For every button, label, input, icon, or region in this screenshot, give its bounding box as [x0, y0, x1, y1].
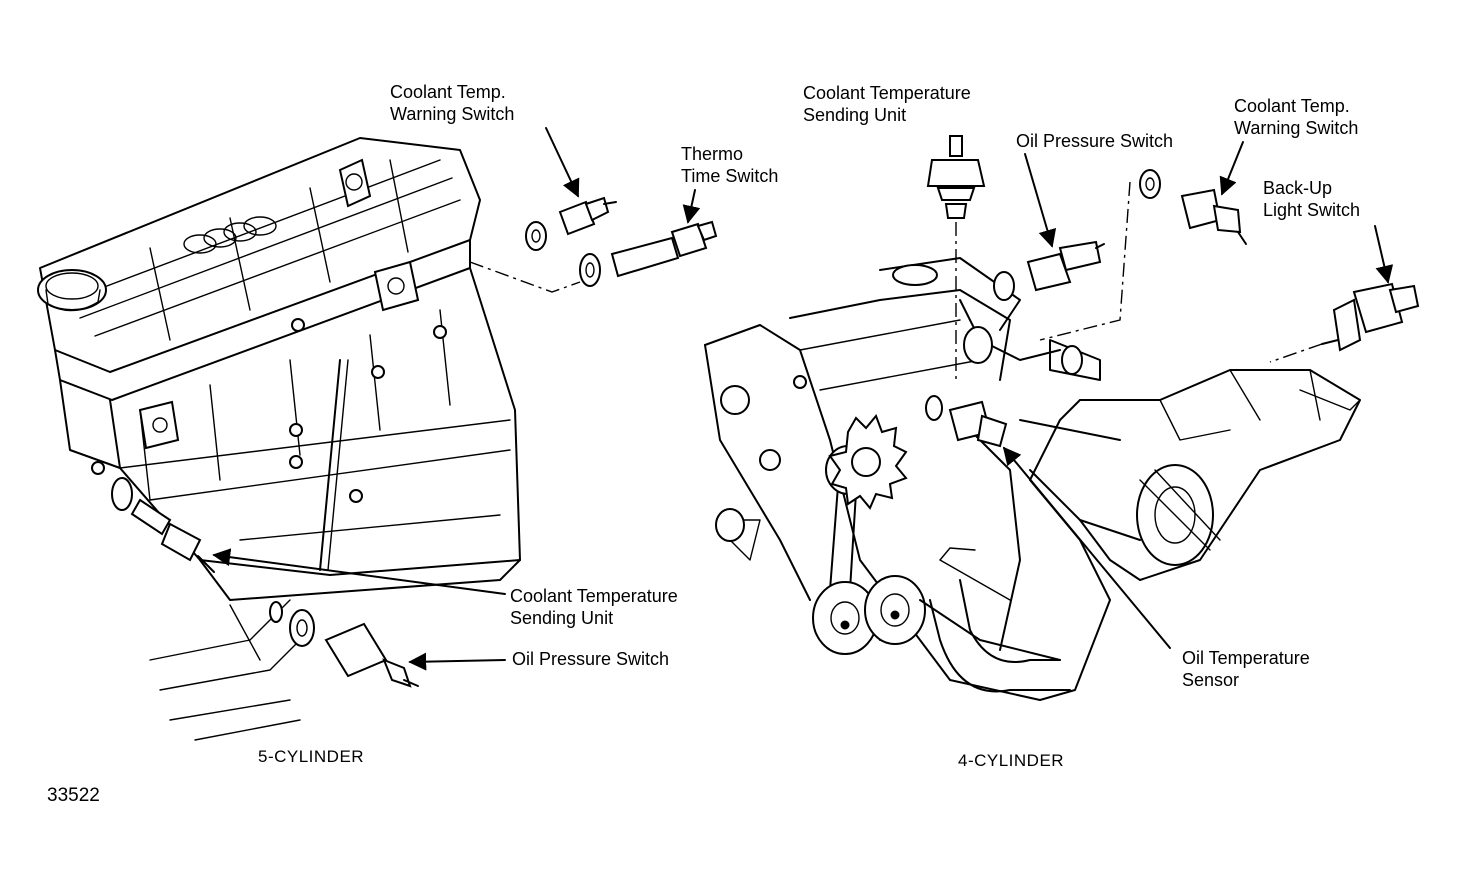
label-5cyl-oil-pressure-switch: Oil Pressure Switch: [512, 649, 670, 669]
label-5cyl-thermo-time-switch: Thermo Time Switch: [681, 144, 779, 186]
arrow-5cyl-warning-switch: [545, 127, 580, 198]
label-5cyl-coolant-temperature-sending-unit: Coolant Temperature Sending Unit: [510, 586, 678, 628]
arrow-4cyl-oil-pressure-switch: [1024, 153, 1057, 248]
label-4cyl-oil-pressure-switch: Oil Pressure Switch: [1016, 131, 1174, 151]
arrow-4cyl-back-up-light-switch: [1374, 225, 1394, 284]
label-4cyl-coolant-temperature-sending-unit: Coolant Temperature Sending Unit: [803, 83, 971, 125]
arrow-5cyl-thermo-time-switch: [682, 189, 701, 224]
five-cylinder-engine: [37, 137, 718, 741]
arrow-5cyl-oil-pressure-switch: [408, 652, 506, 671]
label-4cyl-oil-temperature-sensor: Oil Temperature Sensor: [1182, 648, 1310, 690]
caption-5-cylinder: 5-CYLINDER: [258, 747, 365, 766]
caption-4-cylinder: 4-CYLINDER: [958, 751, 1065, 770]
label-4cyl-coolant-temp-warning-switch: Coolant Temp. Warning Switch: [1234, 96, 1359, 138]
label-4cyl-back-up-light-switch: Back-Up Light Switch: [1263, 178, 1361, 220]
arrow-4cyl-oil-temperature-sensor: [1002, 446, 1171, 649]
arrow-5cyl-coolant-sending-unit: [212, 548, 506, 595]
label-5cyl-coolant-temp-warning-switch: Coolant Temp. Warning Switch: [390, 82, 515, 124]
figure-number: 33522: [47, 785, 100, 806]
arrow-4cyl-warning-switch: [1219, 141, 1244, 196]
